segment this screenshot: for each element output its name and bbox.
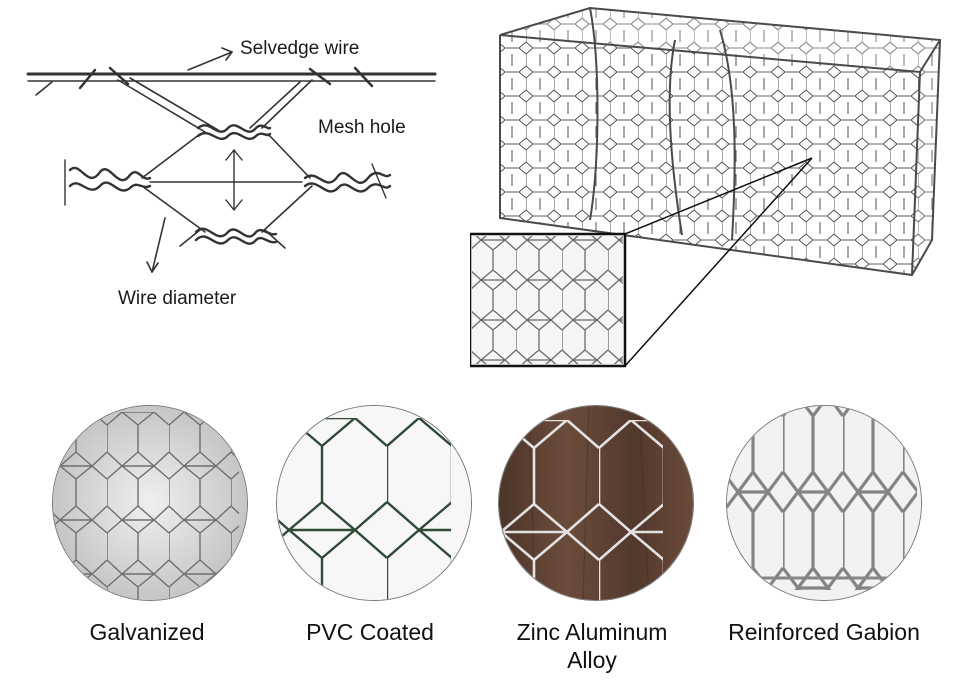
gabion-box-image	[470, 6, 942, 368]
pvc-coated-sample	[276, 405, 472, 601]
mesh-hole-label: Mesh hole	[318, 117, 406, 138]
wire-diameter-label: Wire diameter	[118, 288, 237, 309]
pvc-coated-caption: PVC Coated	[306, 619, 434, 645]
galvanized-caption: Galvanized	[89, 619, 205, 645]
galvanized-sample	[52, 405, 248, 601]
mesh-structure-diagram	[26, 47, 437, 273]
reinforced-gabion-caption: Reinforced Gabion	[728, 619, 920, 645]
selvedge-wire-label: Selvedge wire	[240, 38, 360, 59]
zinc-aluminum-sample	[498, 405, 694, 601]
reinforced-gabion-sample	[726, 405, 922, 601]
